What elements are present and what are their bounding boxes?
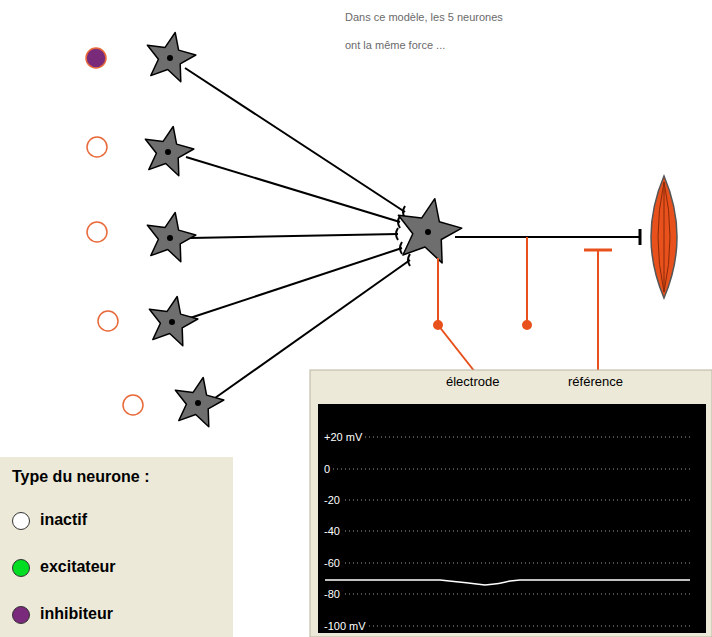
neuron-body [398, 199, 461, 263]
grid-lines [325, 437, 690, 626]
scale-value: -60 [324, 557, 343, 570]
oscilloscope-screen [318, 404, 706, 633]
legend-text: excitateur [40, 558, 116, 576]
scale-value: 0 [324, 463, 333, 476]
scale-value: -20 [324, 494, 343, 507]
neuron-network [145, 33, 677, 427]
neuron-nucleus [165, 149, 171, 155]
neuron-nucleus [167, 235, 173, 241]
legend-swatch [12, 512, 30, 530]
neuron-body [147, 213, 195, 262]
neuron-body [147, 33, 195, 82]
neuron-state [86, 48, 143, 415]
legend-swatch [12, 559, 30, 577]
neuron-nucleus [195, 400, 201, 406]
neuron-body [145, 127, 193, 176]
legend-title: Type du neurone : [12, 468, 149, 486]
neuron-nucleus [167, 55, 173, 61]
reference-label: référence [566, 374, 625, 389]
note-text: Dans ce modèle, les 5 neurones ont la mê… [345, 3, 517, 59]
neuron-body [149, 297, 197, 346]
neuron-body [175, 378, 223, 427]
oscilloscope-panel [310, 370, 712, 637]
scale-value: +20 mV [324, 431, 365, 444]
scale-value: -40 [324, 525, 343, 538]
scale-value: -80 [324, 588, 343, 601]
neuron-nucleus [425, 229, 431, 235]
electrode-wires [434, 237, 612, 372]
neuron-nucleus [169, 319, 175, 325]
legend-panel [0, 457, 233, 637]
scale-value: -100 mV [324, 620, 369, 633]
legend-text: inactif [40, 511, 87, 529]
legend-text: inhibiteur [40, 605, 113, 623]
electrode-label: électrode [444, 374, 501, 389]
potential-trace [325, 580, 690, 585]
legend-swatch [12, 606, 30, 624]
